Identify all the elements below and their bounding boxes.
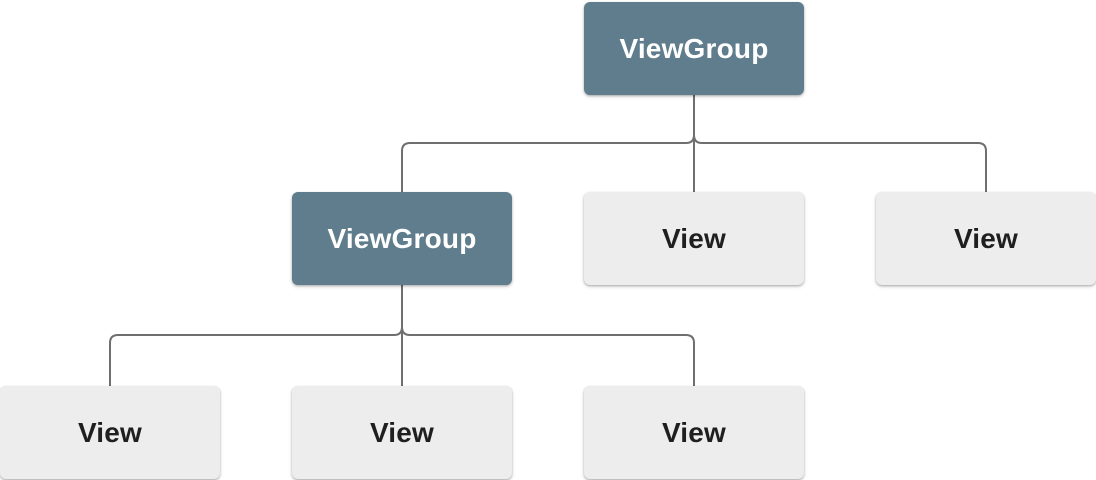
node-label: ViewGroup	[327, 222, 477, 254]
node-child-view-2: View	[876, 192, 1096, 285]
node-grandchild-view-3: View	[584, 386, 804, 479]
node-label: View	[661, 222, 727, 254]
node-child-view-1: View	[584, 192, 804, 285]
node-label: View	[369, 416, 435, 448]
connector-edge	[401, 285, 695, 386]
node-label: ViewGroup	[619, 32, 769, 64]
node-grandchild-view-1: View	[0, 386, 220, 479]
node-label: View	[661, 416, 727, 448]
connector-edge	[693, 95, 987, 192]
node-grandchild-view-2: View	[292, 386, 512, 479]
node-label: View	[953, 222, 1019, 254]
node-child-viewgroup: ViewGroup	[292, 192, 512, 285]
node-label: View	[77, 416, 143, 448]
node-root-viewgroup: ViewGroup	[584, 2, 804, 95]
